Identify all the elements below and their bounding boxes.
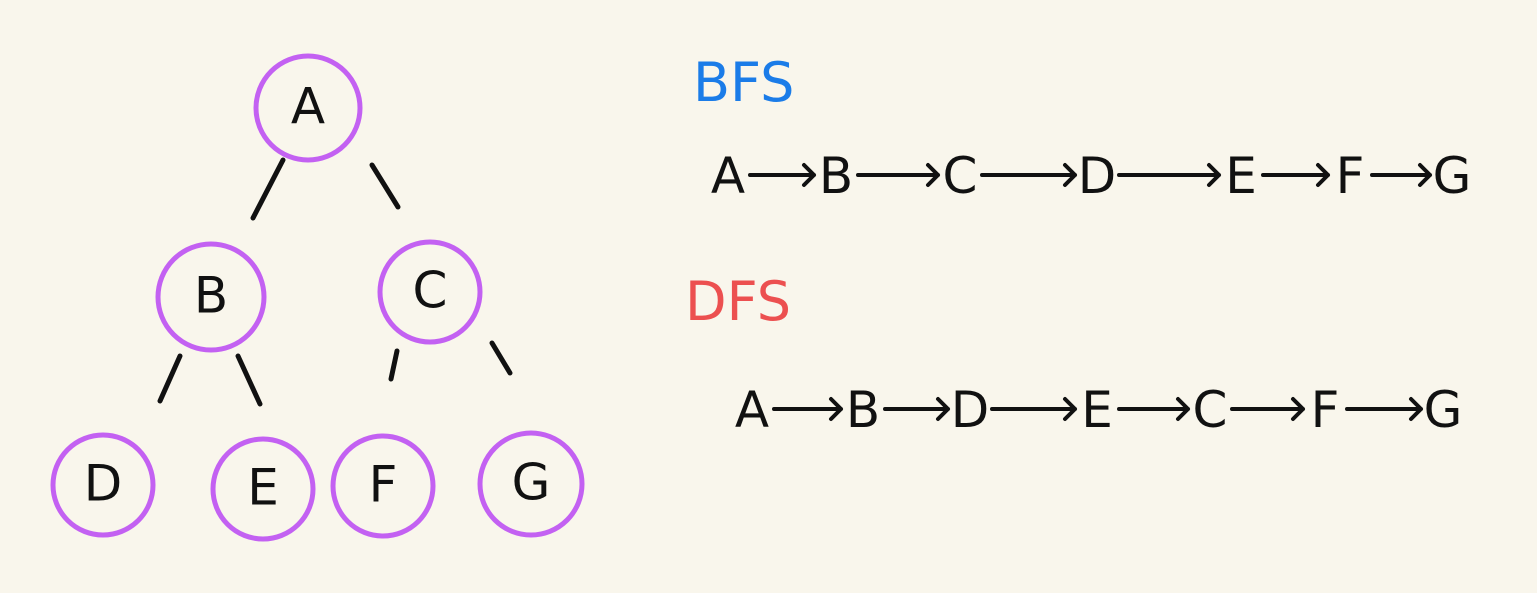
dfs-arrow-icon bbox=[1345, 397, 1423, 421]
dfs-arrow-icon bbox=[883, 397, 950, 421]
edge-a-b bbox=[250, 157, 286, 221]
tree-node-e: E bbox=[210, 436, 316, 542]
edge-b-e bbox=[235, 353, 263, 407]
bfs-step-e: E bbox=[1225, 147, 1257, 205]
node-label: C bbox=[413, 262, 448, 320]
bfs-arrow-icon bbox=[748, 163, 816, 187]
tree-node-d: D bbox=[50, 432, 156, 538]
dfs-step-a: A bbox=[735, 381, 769, 439]
bfs-section: BFS A B C D E F G bbox=[693, 51, 1471, 205]
node-circle bbox=[155, 241, 267, 353]
edge-c-g bbox=[489, 340, 513, 376]
node-label: G bbox=[512, 454, 551, 512]
tree-node-g: G bbox=[477, 430, 585, 538]
edge-c-f bbox=[388, 348, 400, 382]
dfs-step-b: B bbox=[846, 381, 880, 439]
bfs-arrow-icon bbox=[1117, 163, 1221, 187]
bfs-arrow-icon bbox=[1261, 163, 1330, 187]
dfs-arrow-icon bbox=[1230, 397, 1305, 421]
dfs-step-g: G bbox=[1424, 381, 1463, 439]
bfs-step-g: G bbox=[1433, 147, 1472, 205]
bfs-step-f: F bbox=[1336, 147, 1365, 205]
dfs-arrow-icon bbox=[1117, 397, 1190, 421]
node-circle bbox=[253, 53, 363, 163]
node-label: B bbox=[194, 267, 228, 325]
dfs-step-c: C bbox=[1193, 381, 1228, 439]
bfs-step-c: C bbox=[943, 147, 978, 205]
node-label: D bbox=[84, 455, 123, 513]
node-circle bbox=[377, 239, 483, 345]
bfs-step-d: D bbox=[1078, 147, 1117, 205]
dfs-arrow-icon bbox=[990, 397, 1077, 421]
node-circle bbox=[210, 436, 316, 542]
tree-node-c: C bbox=[377, 239, 483, 345]
edge-b-d bbox=[157, 353, 183, 404]
bfs-step-b: B bbox=[819, 147, 853, 205]
dfs-arrow-icon bbox=[772, 397, 843, 421]
tree-edges bbox=[157, 157, 513, 407]
dfs-step-e: E bbox=[1081, 381, 1113, 439]
dfs-step-d: D bbox=[951, 381, 990, 439]
bfs-arrow-icon bbox=[1370, 163, 1432, 187]
bfs-heading: BFS bbox=[693, 51, 794, 114]
bfs-step-a: A bbox=[711, 147, 745, 205]
bfs-sequence: A B C D E F G bbox=[711, 147, 1471, 205]
node-circle bbox=[477, 430, 585, 538]
dfs-section: DFS A B D E C F G bbox=[685, 270, 1462, 439]
bfs-arrow-icon bbox=[980, 163, 1077, 187]
node-label: E bbox=[247, 459, 279, 517]
node-circle bbox=[50, 432, 156, 538]
dfs-heading: DFS bbox=[685, 270, 791, 333]
bfs-arrow-icon bbox=[856, 163, 940, 187]
node-circle bbox=[330, 433, 436, 539]
tree-nodes: A B C D E F G bbox=[50, 53, 585, 542]
node-label: F bbox=[369, 456, 398, 514]
node-label: A bbox=[291, 78, 325, 136]
tree-node-f: F bbox=[330, 433, 436, 539]
tree-node-b: B bbox=[155, 241, 267, 353]
tree-node-a: A bbox=[253, 53, 363, 163]
edge-a-c bbox=[369, 162, 401, 210]
dfs-step-f: F bbox=[1311, 381, 1340, 439]
